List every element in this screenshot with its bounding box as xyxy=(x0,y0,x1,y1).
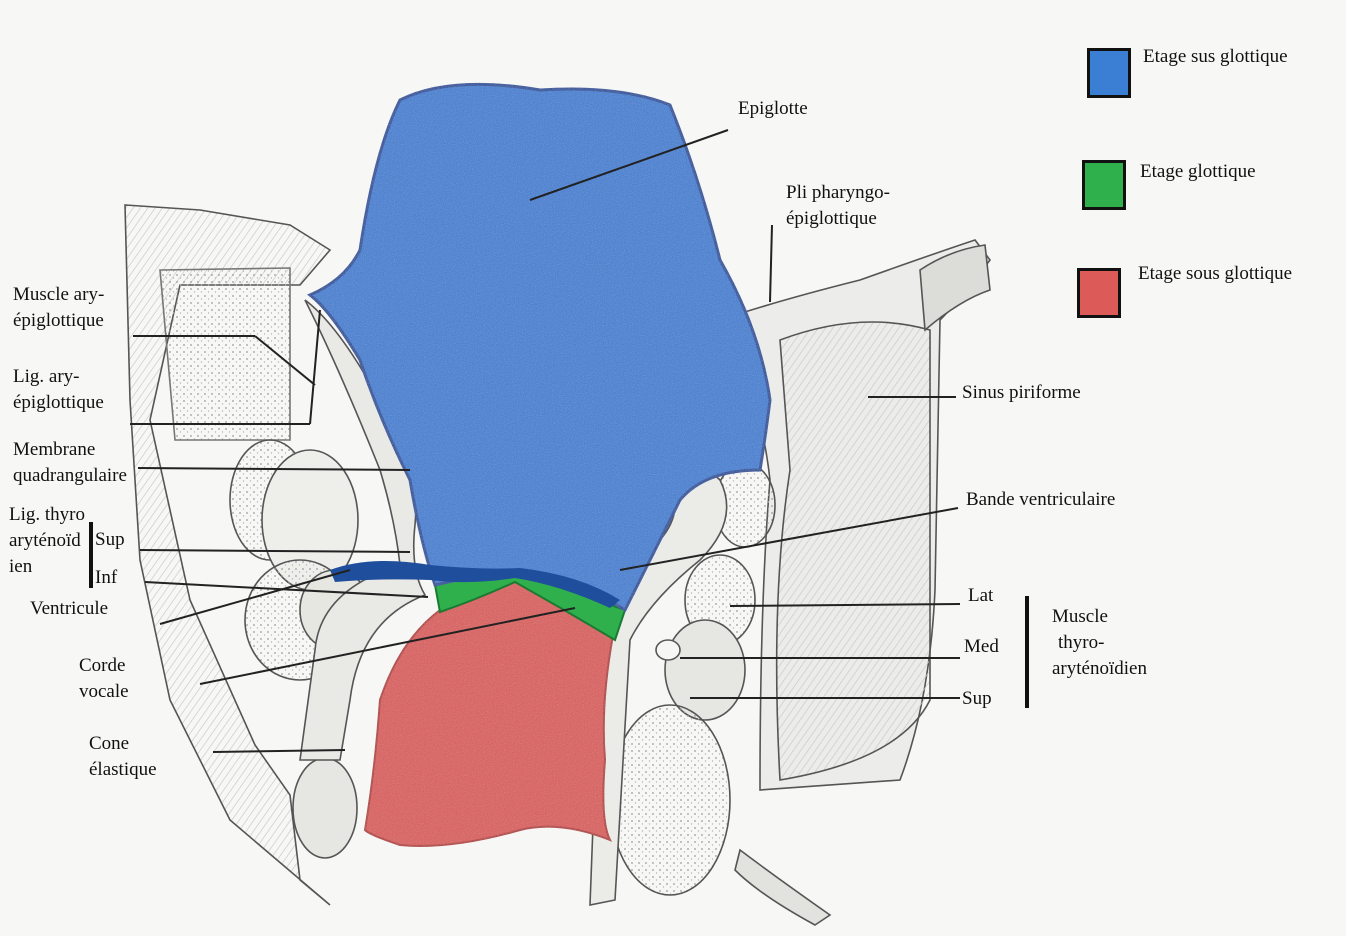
legend-label-subglottic: Etage sous glottique xyxy=(1138,262,1292,286)
label-cone-line1: Cone xyxy=(89,731,157,757)
label-inf-left: Inf xyxy=(95,565,117,591)
label-lat: Lat xyxy=(968,583,993,609)
label-lig-ta-line2: aryténoïd xyxy=(9,528,85,554)
label-muscle-ta-line2: thyro- xyxy=(1052,630,1147,656)
legend-swatch-subglottic xyxy=(1077,268,1121,318)
label-muscle-ae-line1: Muscle ary- xyxy=(13,282,104,308)
label-epiglotte: Epiglotte xyxy=(738,96,808,122)
label-lig-ary-epiglottique: Lig. ary- épiglottique xyxy=(13,364,104,416)
legend-label-glottic: Etage glottique xyxy=(1140,160,1256,184)
subglottic-region xyxy=(365,580,615,846)
label-pli-line2: épiglottique xyxy=(786,206,890,232)
legend-swatch-supraglottic xyxy=(1087,48,1131,98)
label-lig-ae-line2: épiglottique xyxy=(13,390,104,416)
label-muscle-ta-line1: Muscle xyxy=(1052,604,1147,630)
label-muscle-ary-epiglottique: Muscle ary- épiglottique xyxy=(13,282,104,334)
label-muscle-ta-line3: aryténoïdien xyxy=(1052,656,1147,682)
label-corde-line2: vocale xyxy=(79,679,129,705)
label-corde-vocale: Corde vocale xyxy=(79,653,129,705)
label-membrane-line2: quadrangulaire xyxy=(13,463,127,489)
legend-label-supraglottic: Etage sus glottique xyxy=(1143,45,1288,69)
lig-ta-bracket xyxy=(89,522,93,588)
label-bande-ventriculaire: Bande ventriculaire xyxy=(966,487,1115,513)
legend-swatch-glottic xyxy=(1082,160,1126,210)
label-med: Med xyxy=(964,634,999,660)
label-lig-ta-line3: ien xyxy=(9,554,85,580)
label-pli-line1: Pli pharyngo- xyxy=(786,180,890,206)
label-sinus-piriforme: Sinus piriforme xyxy=(962,380,1081,406)
label-ventricule: Ventricule xyxy=(30,596,108,622)
label-membrane-line1: Membrane xyxy=(13,437,127,463)
label-membrane-quadrangulaire: Membrane quadrangulaire xyxy=(13,437,127,489)
label-lig-ta-line1: Lig. thyro xyxy=(9,502,85,528)
label-muscle-ae-line2: épiglottique xyxy=(13,308,104,334)
label-muscle-thyro-arytenoidien: Muscle thyro- aryténoïdien xyxy=(1052,604,1147,682)
label-cone-elastique: Cone élastique xyxy=(89,731,157,783)
label-lig-ae-line1: Lig. ary- xyxy=(13,364,104,390)
muscle-ta-bracket xyxy=(1025,596,1029,708)
label-sup-right: Sup xyxy=(962,686,992,712)
label-pli-pharyngo-epiglottique: Pli pharyngo- épiglottique xyxy=(786,180,890,232)
label-lig-thyro-arytenoidien: Lig. thyro aryténoïd ien xyxy=(9,502,85,580)
label-corde-line1: Corde xyxy=(79,653,129,679)
label-sup-left: Sup xyxy=(95,527,125,553)
label-cone-line2: élastique xyxy=(89,757,157,783)
